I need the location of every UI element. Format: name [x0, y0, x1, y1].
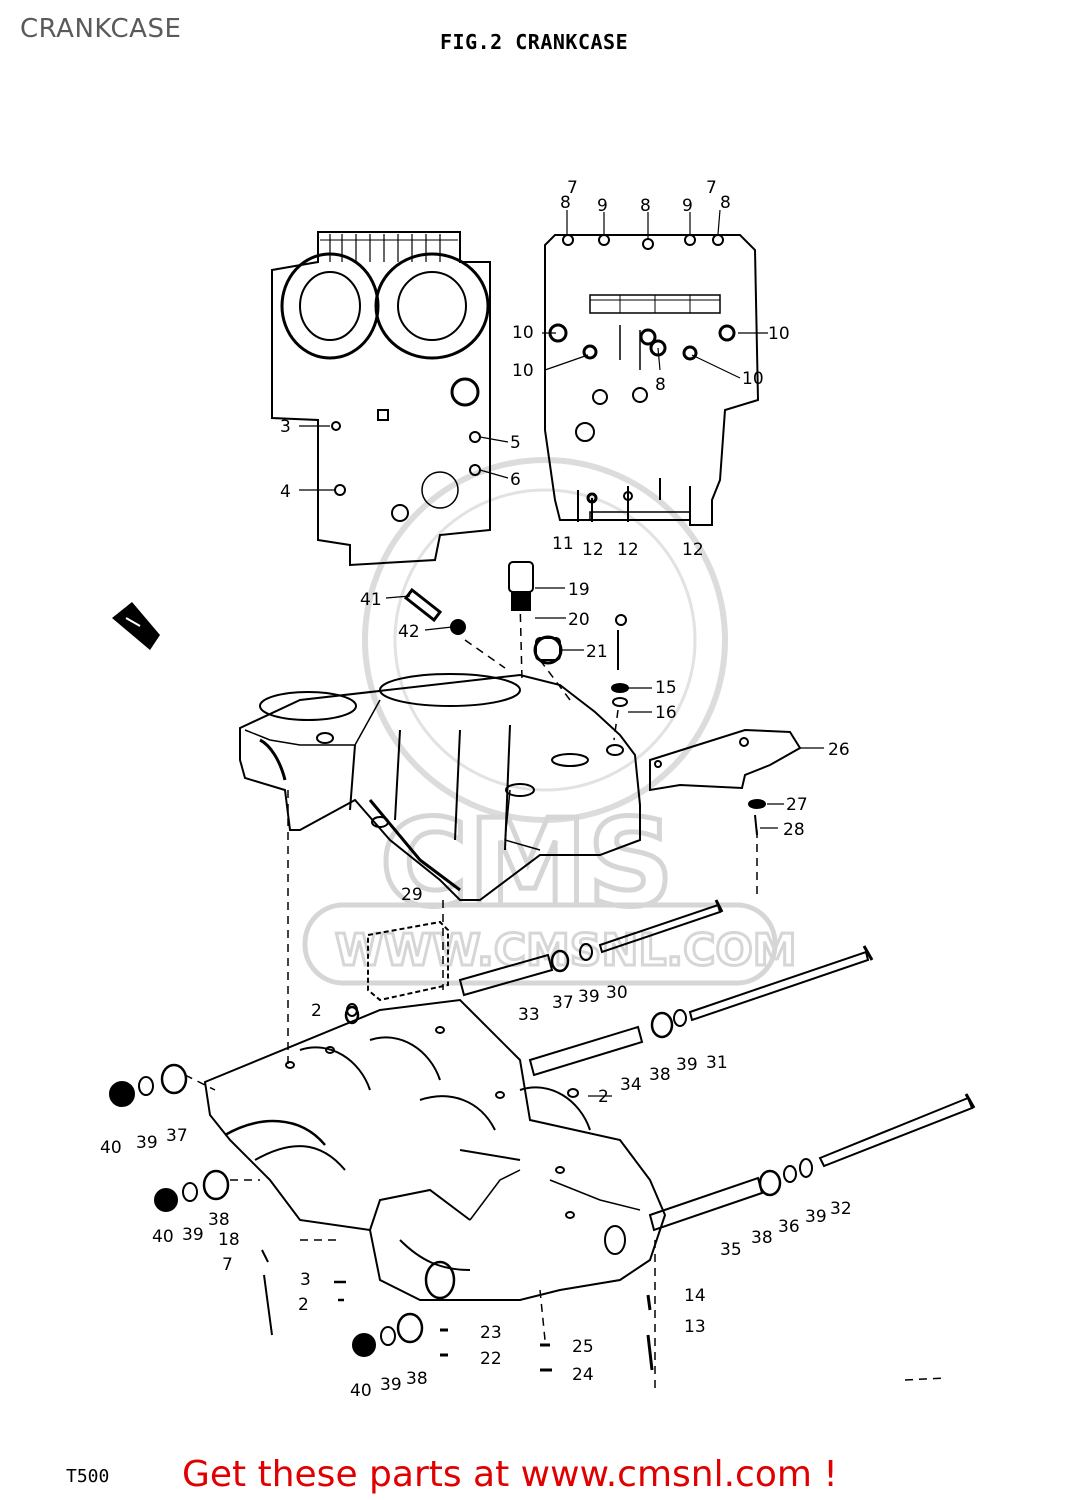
- callout-label: 12: [682, 540, 704, 560]
- callout-label: 2: [311, 1001, 322, 1021]
- callout-label: 19: [568, 580, 590, 600]
- callout-label: 23: [480, 1323, 502, 1343]
- callout-label: 10: [742, 369, 764, 389]
- callout-label: 6: [510, 470, 521, 490]
- callout-label: 29: [401, 885, 423, 905]
- callout-label: 31: [706, 1053, 728, 1073]
- promo-link[interactable]: Get these parts at www.cmsnl.com !: [182, 1454, 838, 1495]
- callout-label: 7: [222, 1255, 233, 1275]
- callouts: 7 8 9 8 9 7 8 10 10 10 8 10 3 5 6 4 11 1…: [100, 178, 852, 1401]
- callout-label: 32: [830, 1199, 852, 1219]
- callout-label: 28: [783, 820, 805, 840]
- callout-label: 7: [567, 178, 578, 198]
- callout-label: 22: [480, 1349, 502, 1369]
- callout-label: 40: [152, 1227, 174, 1247]
- model-label: T500: [66, 1466, 110, 1487]
- callout-label: 38: [751, 1228, 773, 1248]
- callout-label: 8: [640, 196, 651, 216]
- callout-label: 35: [720, 1240, 742, 1260]
- callout-label: 33: [518, 1005, 540, 1025]
- callout-label: 42: [398, 622, 420, 642]
- callout-label: 2: [298, 1295, 309, 1315]
- callout-label: 8: [720, 193, 731, 213]
- callout-label: 39: [805, 1207, 827, 1227]
- page-label: CRANKCASE: [20, 14, 182, 44]
- callout-label: 10: [512, 323, 534, 343]
- leader-lines: [299, 209, 824, 1097]
- callout-label: 2: [598, 1087, 609, 1107]
- alignment-lines: [184, 599, 946, 1390]
- callout-label: 8: [560, 193, 571, 213]
- callout-label: 15: [655, 678, 677, 698]
- upper-crankcase-right: [544, 234, 760, 526]
- callout-label: 12: [617, 540, 639, 560]
- callout-label: 36: [778, 1217, 800, 1237]
- plate-26: [649, 728, 802, 792]
- callout-label: 24: [572, 1365, 594, 1385]
- shafts: [109, 899, 976, 1372]
- callout-label: 16: [655, 703, 677, 723]
- callout-label: 9: [597, 196, 608, 216]
- callout-label: 26: [828, 740, 850, 760]
- callout-label: 10: [768, 324, 790, 344]
- callout-label: 39: [676, 1055, 698, 1075]
- callout-label: 7: [706, 178, 717, 198]
- callout-label: 13: [684, 1317, 706, 1337]
- watermark: CMS WWW.CMSNL.COM: [302, 457, 798, 986]
- lower-crankcase: [203, 998, 667, 1301]
- figure-title: FIG.2 CRANKCASE: [440, 30, 629, 54]
- callout-label: 9: [682, 196, 693, 216]
- callout-label: 34: [620, 1075, 642, 1095]
- upper-crankcase-left: [271, 231, 491, 567]
- callout-label: 14: [684, 1286, 706, 1306]
- callout-label: 18: [218, 1230, 240, 1250]
- callout-label: 37: [166, 1126, 188, 1146]
- callout-label: 40: [100, 1138, 122, 1158]
- callout-label: 39: [136, 1133, 158, 1153]
- callout-label: 3: [280, 417, 291, 437]
- small-parts: [403, 561, 766, 836]
- callout-label: 3: [300, 1270, 311, 1290]
- callout-label: 27: [786, 795, 808, 815]
- callout-label: 10: [512, 361, 534, 381]
- callout-label: 40: [350, 1381, 372, 1401]
- callout-label: 8: [655, 375, 666, 395]
- callout-label: 20: [568, 610, 590, 630]
- callout-label: 39: [380, 1375, 402, 1395]
- callout-label: 38: [649, 1065, 671, 1085]
- callout-label: 4: [280, 482, 291, 502]
- callout-label: 37: [552, 993, 574, 1013]
- callout-label: 5: [510, 433, 521, 453]
- callout-label: 25: [572, 1337, 594, 1357]
- callout-label: 11: [552, 534, 574, 554]
- front-arrow-icon: [112, 602, 160, 650]
- callout-label: 38: [406, 1369, 428, 1389]
- callout-label: 38: [208, 1210, 230, 1230]
- callout-label: 39: [182, 1225, 204, 1245]
- gasket-29: [367, 920, 449, 1002]
- callout-label: 21: [586, 642, 608, 662]
- callout-label: 39: [578, 987, 600, 1007]
- callout-label: 30: [606, 983, 628, 1003]
- callout-label: 12: [582, 540, 604, 560]
- callout-label: 41: [360, 590, 382, 610]
